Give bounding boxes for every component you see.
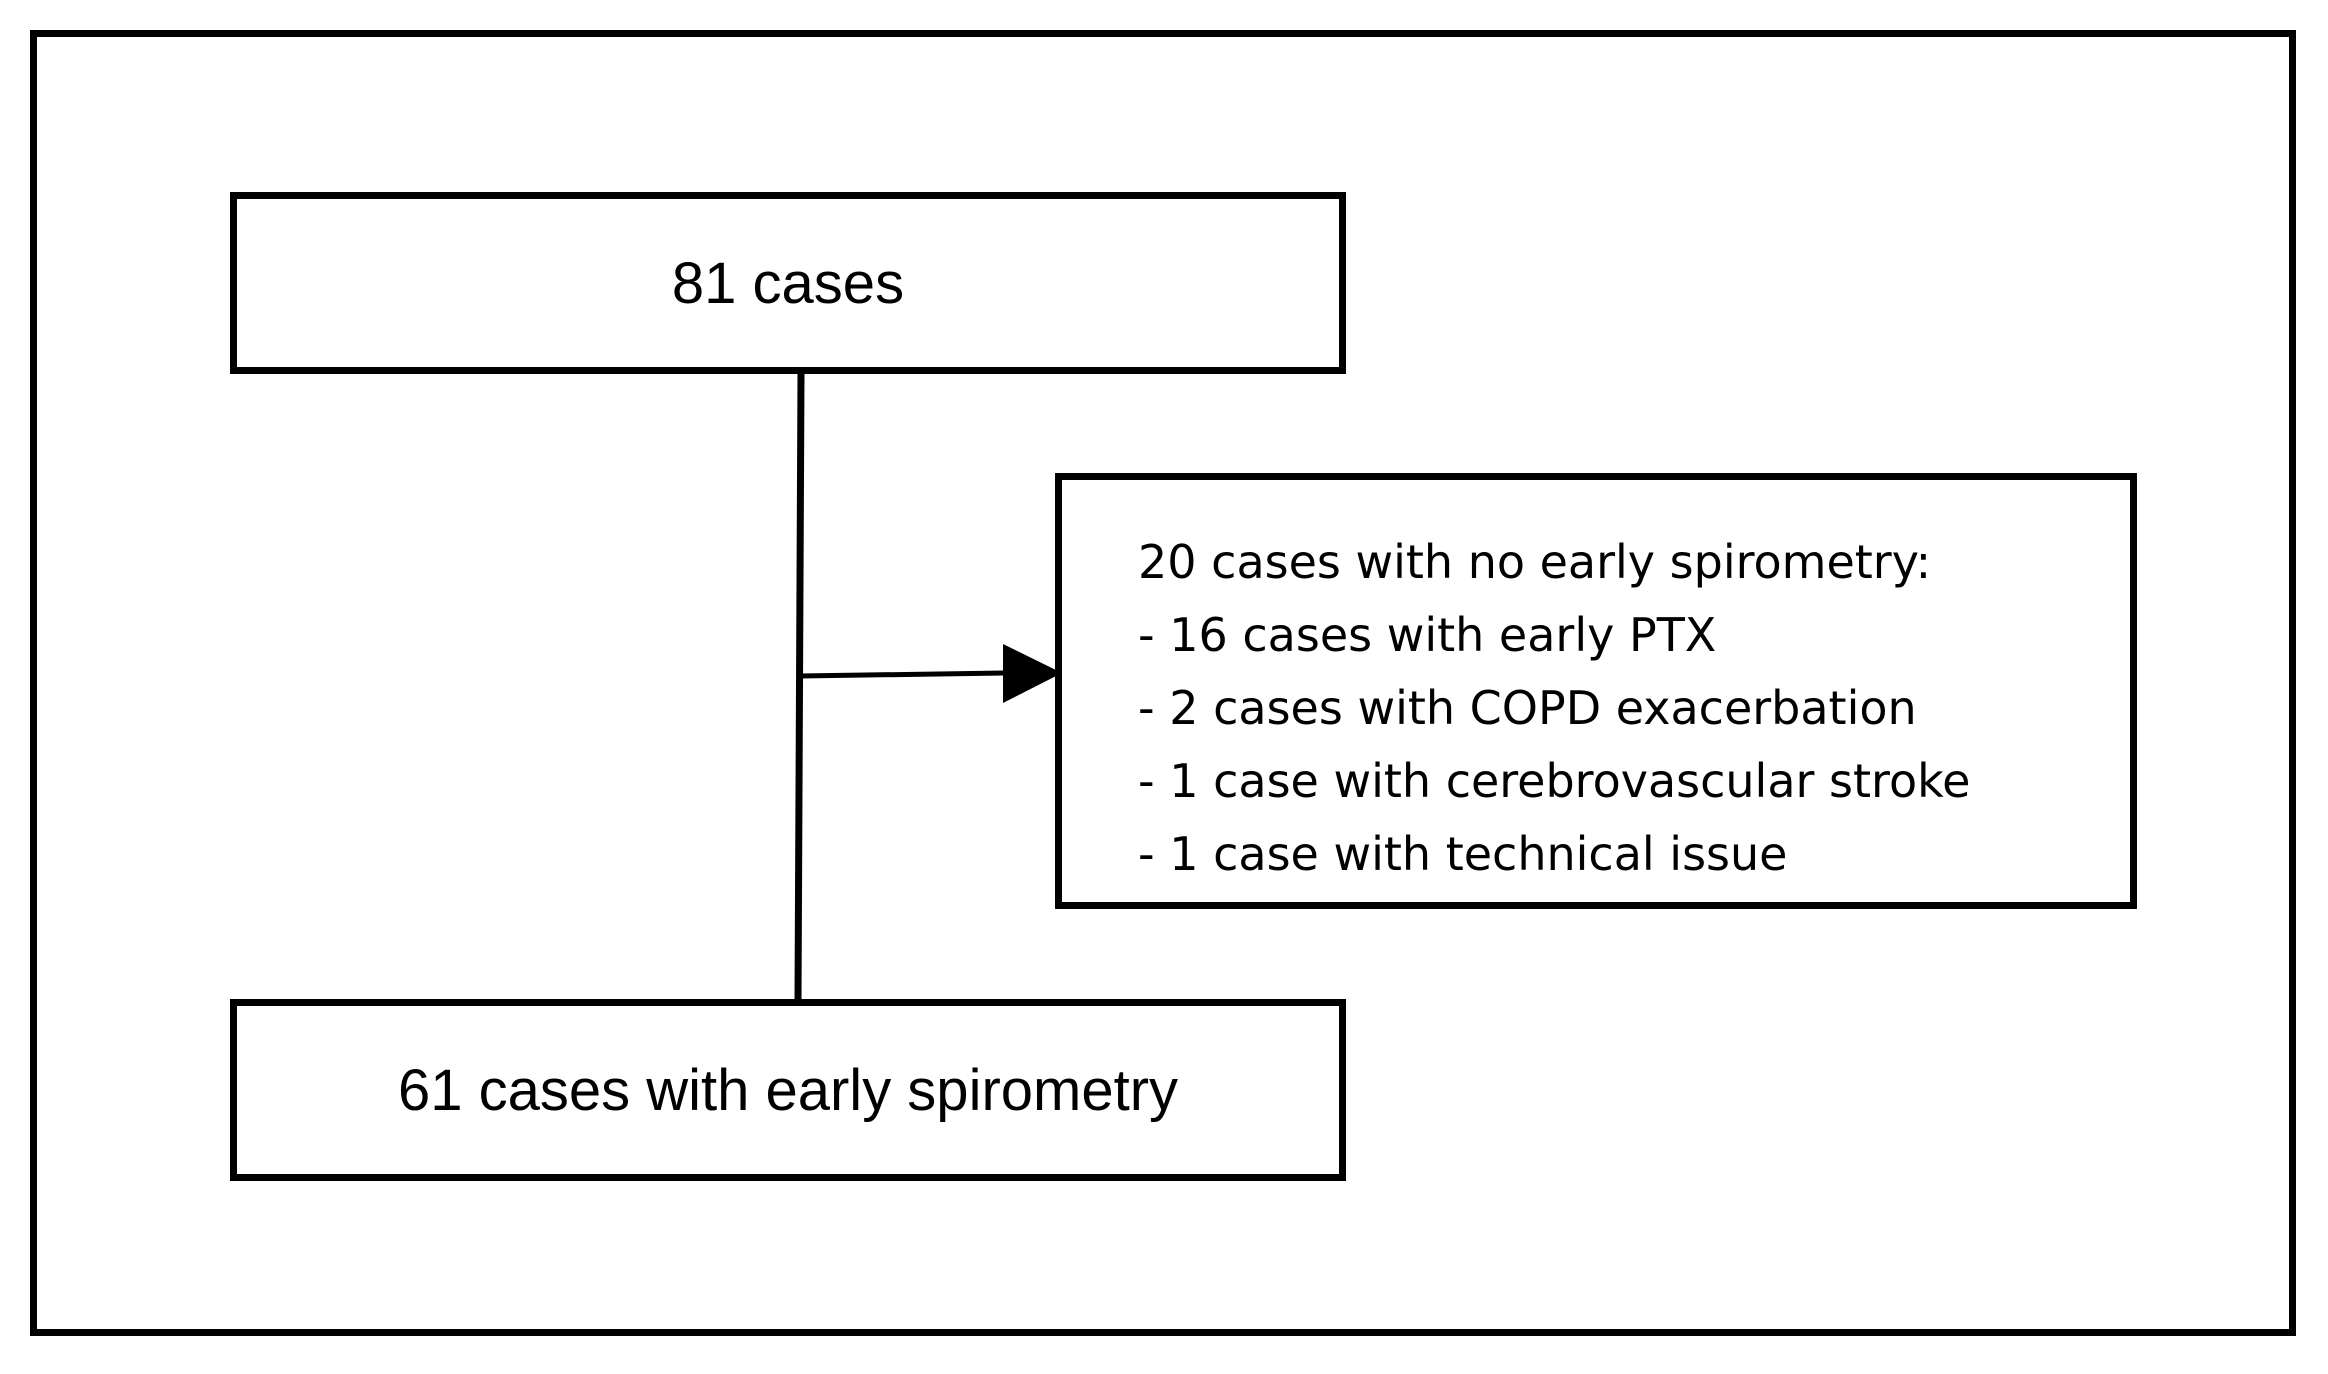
start-box-label: 81 cases [671, 250, 905, 316]
exclusion-title: 20 cases with no early spirometry: [1138, 535, 1932, 589]
branch-arrowhead [1003, 644, 1062, 703]
end-box-label: 61 cases with early spirometry [397, 1057, 1179, 1123]
end-box: 61 cases with early spirometry [230, 999, 1346, 1181]
start-box: 81 cases [230, 192, 1346, 374]
exclusion-box: 20 cases with no early spirometry: - 16 … [1055, 473, 2137, 909]
exclusion-item-copd: - 2 cases with COPD exacerbation [1138, 681, 1917, 735]
exclusion-item-stroke: - 1 case with cerebrovascular stroke [1138, 754, 1971, 808]
exclusion-item-ptx: - 16 cases with early PTX [1138, 608, 1717, 662]
branch-connector [799, 670, 1005, 679]
vertical-connector [794, 373, 805, 1000]
exclusion-item-technical: - 1 case with technical issue [1138, 827, 1788, 881]
outer-frame [30, 30, 2296, 1336]
